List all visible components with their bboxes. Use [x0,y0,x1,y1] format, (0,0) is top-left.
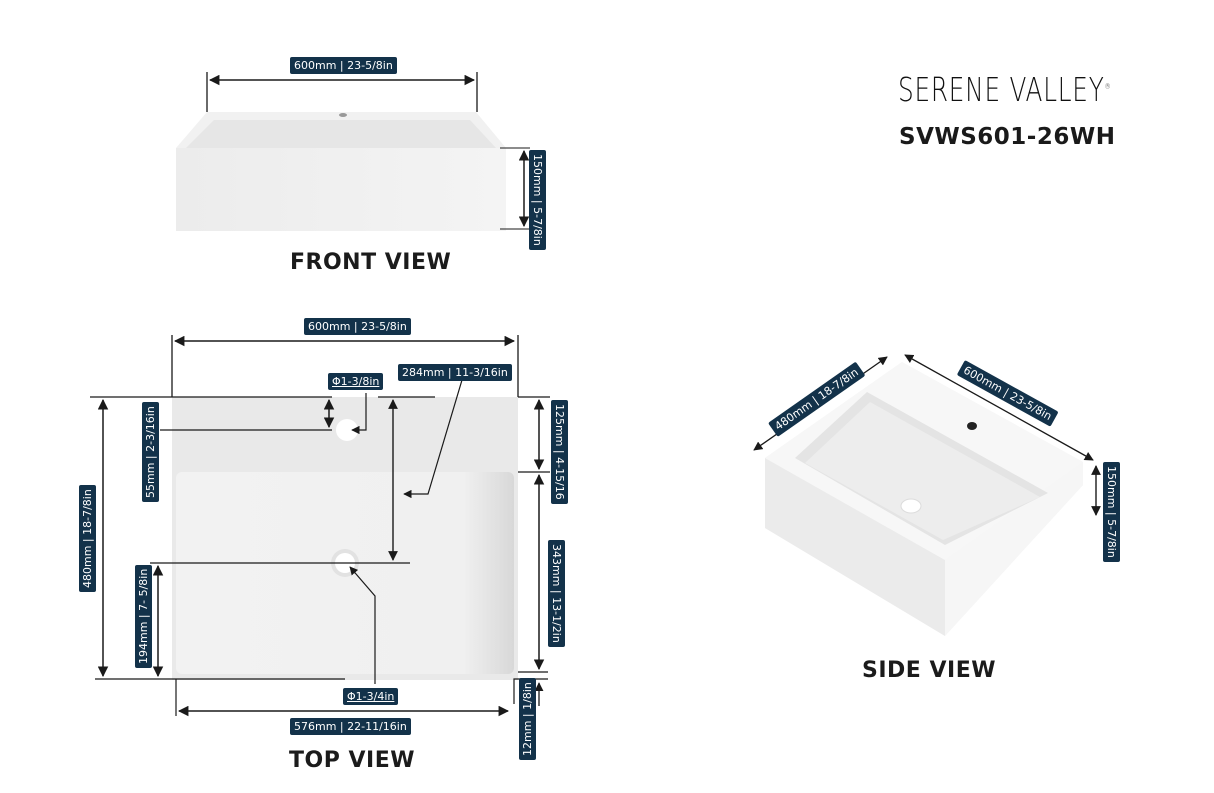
drain-offset-label: 284mm | 11-3/16in [398,364,512,381]
model-number: SVWS601-26WH [899,124,1116,150]
side-height-label: 150mm | 5-7/8in [1103,462,1120,562]
faucet-offset-label: 55mm | 2-3/16in [142,402,159,502]
top-width-label: 600mm | 23-5/8in [304,318,411,335]
top-view-sink [172,397,518,680]
wall-thickness-label: 12mm | 1/8in [519,678,536,760]
front-width-label: 600mm | 23-5/8in [290,57,397,74]
faucet-hole-label: Φ1-3/8in [328,373,384,390]
drain-from-front-label: 194mm | 7- 5/8in [135,564,152,668]
side-view-title: SIDE VIEW [862,658,996,683]
basin-width-label: 576mm | 22-11/16in [290,718,411,735]
drain-hole-label: Φ1-3/4in [343,688,399,705]
front-view-title: FRONT VIEW [290,250,452,275]
front-view-sink [176,112,506,231]
brand-logo: SERENE VALLEY® [898,70,1112,109]
basin-depth-label: 343mm | 13-1/2in [548,540,565,647]
front-height-label: 150mm | 5-7/8in [529,150,546,250]
overall-depth-label: 480mm | 18-7/8in [79,485,96,592]
deck-depth-label: 125mm | 4-15/16 [551,400,568,504]
top-view-title: TOP VIEW [289,748,415,773]
